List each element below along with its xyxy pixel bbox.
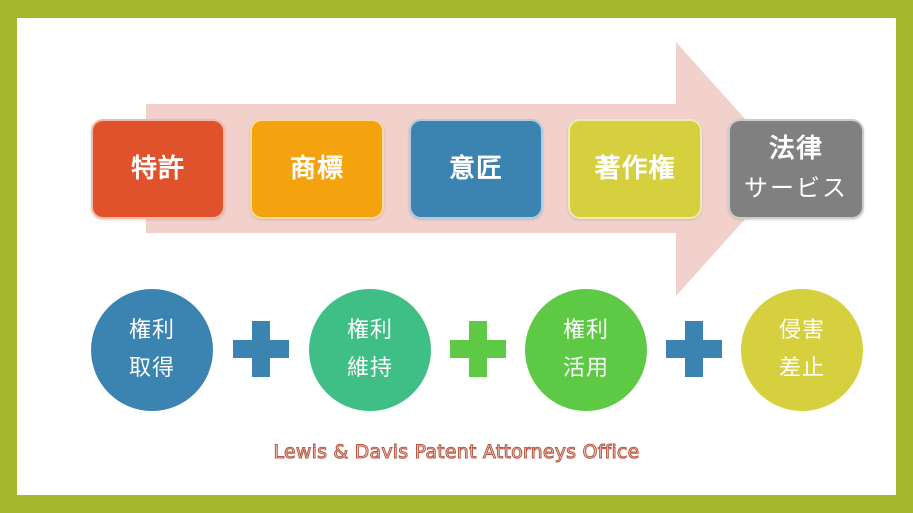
- stage-line1: 権利: [346, 318, 393, 343]
- stage-circle-injunction: 侵害 差止: [741, 289, 863, 411]
- canvas: [17, 18, 896, 495]
- category-box-legal: 法律 サービス: [728, 119, 864, 219]
- category-label: 法律: [768, 134, 823, 165]
- category-box-design: 意匠: [409, 119, 543, 219]
- category-label: 意匠: [448, 153, 503, 184]
- plus-icon: [666, 321, 722, 377]
- category-box-patent: 特許: [91, 119, 225, 219]
- office-name: Lewis & Davis Patent Attorneys Office: [273, 441, 640, 464]
- category-label: 商標: [289, 153, 344, 184]
- stage-circle-utilization: 権利 活用: [525, 289, 647, 411]
- stage-line1: 侵害: [778, 318, 825, 343]
- category-box-copyright: 著作権: [568, 119, 702, 219]
- stage-circle-maintenance: 権利 維持: [309, 289, 431, 411]
- stage-line2: 差止: [778, 356, 825, 381]
- stage-line1: 権利: [562, 318, 609, 343]
- stage-line2: 維持: [346, 356, 393, 381]
- category-box-trademark: 商標: [250, 119, 384, 219]
- stage-line2: 活用: [562, 356, 609, 381]
- stage-line1: 権利: [128, 318, 175, 343]
- plus-icon: [450, 321, 506, 377]
- category-label: 著作権: [594, 153, 676, 184]
- stage-line2: 取得: [128, 356, 175, 381]
- category-label: 特許: [130, 153, 185, 184]
- plus-icon: [233, 321, 289, 377]
- stage-circle-acquisition: 権利 取得: [91, 289, 213, 411]
- category-sublabel: サービス: [744, 173, 848, 202]
